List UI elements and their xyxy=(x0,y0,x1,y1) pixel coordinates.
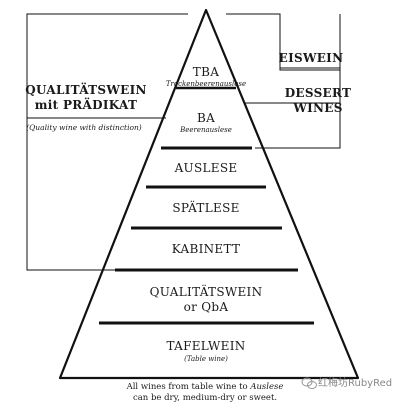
tier-qualitatswein-label: QUALITÄTSWEIN xyxy=(150,283,263,299)
left-label-subtitle: (Quality wine with distinction) xyxy=(26,123,142,132)
bracket-lines xyxy=(26,13,341,271)
pyramid-dividers xyxy=(99,86,314,325)
tier-labels: TBA Trockenbeerenauslese BA Beerenausles… xyxy=(150,65,263,363)
watermark-text: 红梅坊RubyRed xyxy=(318,376,392,389)
tier-qba-label: or QbA xyxy=(184,300,229,314)
left-bracket xyxy=(26,13,188,271)
left-label-line1: QUALITÄTSWEIN xyxy=(25,82,147,97)
right-category-labels: EISWEIN DESSERT WINES xyxy=(279,51,352,115)
tier-tafelwein-subtitle: (Table wine) xyxy=(184,355,228,363)
left-category-label: QUALITÄTSWEIN mit PRÄDIKAT (Quality wine… xyxy=(25,82,147,132)
tier-ba-subtitle: Beerenauslese xyxy=(179,126,232,134)
tier-auslese-label: AUSLESE xyxy=(174,161,238,175)
watermark: 红梅坊RubyRed xyxy=(301,376,392,389)
pyramid-outline xyxy=(58,8,360,380)
tier-kabinett-label: KABINETT xyxy=(172,242,241,256)
tier-spatlese-label: SPÄTLESE xyxy=(172,199,239,215)
tier-tba-label: TBA xyxy=(193,65,219,79)
footnote-line1: All wines from table wine to Auslese xyxy=(126,382,284,392)
eiswein-label: EISWEIN xyxy=(279,51,344,65)
right-frame xyxy=(255,14,341,149)
dessert-label-line1: DESSERT xyxy=(285,86,352,100)
left-label-line2: mit PRÄDIKAT xyxy=(35,97,137,112)
footnote: All wines from table wine to Auslese can… xyxy=(126,382,284,403)
tier-tba-subtitle: Trockenbeerenauslese xyxy=(166,80,246,88)
footnote-line2: can be dry, medium-dry or sweet. xyxy=(133,393,277,403)
tier-tafelwein-label: TAFELWEIN xyxy=(166,339,245,353)
tier-ba-label: BA xyxy=(197,111,215,125)
eiswein-bracket xyxy=(226,13,340,71)
wechat-icon xyxy=(301,377,317,389)
dessert-label-line2: WINES xyxy=(292,101,342,115)
